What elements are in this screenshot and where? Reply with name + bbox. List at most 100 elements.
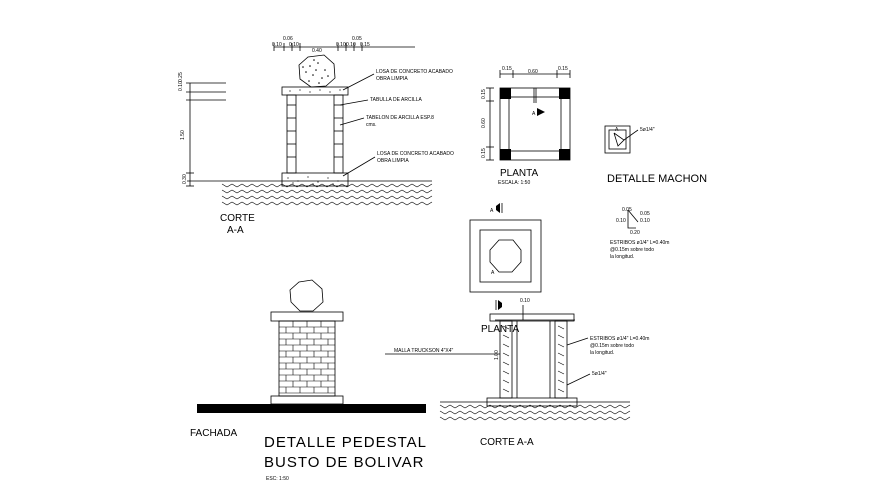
- planta-mid-outer: [469, 219, 542, 293]
- corte2-malla: MALLA TRUCKSON 4"X4": [394, 348, 454, 354]
- pattern-stroke: [411, 189, 418, 194]
- label-tabelon: TABELON DE ARCILLA ESP.8: [366, 115, 434, 121]
- pattern-stroke: [311, 195, 318, 200]
- pattern-stroke: [549, 404, 556, 409]
- pattern-stroke: [401, 195, 408, 200]
- corte2-note-1: ESTRIBOS ø1/4" L=0.40m: [590, 336, 649, 342]
- pattern-stroke: [502, 343, 510, 348]
- pattern-stroke: [301, 195, 308, 200]
- pattern-stroke: [266, 195, 273, 200]
- pattern-stroke: [464, 416, 471, 421]
- pattern-stroke: [221, 183, 228, 188]
- pattern-stroke: [366, 183, 373, 188]
- pattern-stroke: [341, 195, 348, 200]
- pattern-stroke: [574, 410, 581, 415]
- pattern-stroke: [489, 404, 496, 409]
- main-title-line2: BUSTO DE BOLIVAR: [264, 454, 425, 471]
- pattern-stroke: [341, 201, 348, 206]
- pattern-stroke: [286, 183, 293, 188]
- pattern-stroke: [296, 195, 303, 200]
- pattern-stroke: [391, 201, 398, 206]
- label-losa-top-b: OBRA LIMPIA: [376, 76, 408, 82]
- pattern-stroke: [351, 201, 358, 206]
- pattern-stroke: [579, 404, 586, 409]
- pattern-stroke: [351, 183, 358, 188]
- pattern-stroke: [361, 183, 368, 188]
- dim-left-4: 0.30: [182, 174, 188, 184]
- pattern-stroke: [256, 183, 263, 188]
- machon-dim-3: 0.10: [616, 218, 626, 224]
- pattern-stroke: [519, 416, 526, 421]
- pattern-stroke: [426, 195, 433, 200]
- pattern-stroke: [246, 189, 253, 194]
- pattern-stroke: [286, 201, 293, 206]
- pattern-stroke: [396, 195, 403, 200]
- corte2-rebar: 5ø1/4": [592, 371, 607, 377]
- planta-mid-marker-top: A: [490, 208, 494, 214]
- pattern-stroke: [306, 201, 313, 206]
- pattern-stroke: [584, 410, 591, 415]
- pattern-stroke: [554, 416, 561, 421]
- pattern-stroke: [614, 410, 621, 415]
- pattern-stroke: [311, 201, 318, 206]
- corner-column-br: [559, 149, 570, 160]
- pattern-stroke: [391, 183, 398, 188]
- pattern-stroke: [584, 404, 591, 409]
- pattern-stroke: [261, 195, 268, 200]
- main-title-line1: DETALLE PEDESTAL: [264, 434, 427, 451]
- pattern-stroke: [336, 183, 343, 188]
- fachada-title: FACHADA: [190, 428, 238, 439]
- pattern-stroke: [614, 416, 621, 421]
- pattern-stroke: [557, 334, 565, 339]
- pattern-stroke: [316, 189, 323, 194]
- planta-mid-octagon: [489, 239, 522, 273]
- dim-top-2: 0.10: [272, 42, 282, 48]
- pattern-stroke: [311, 183, 318, 188]
- leader-lines: [339, 73, 376, 177]
- pattern-stroke: [421, 183, 428, 188]
- pattern-stroke: [226, 201, 233, 206]
- pattern-stroke: [371, 183, 378, 188]
- pattern-stroke: [401, 183, 408, 188]
- pattern-stroke: [444, 404, 451, 409]
- pattern-stroke: [479, 410, 486, 415]
- planta-dim-l2: 0.60: [481, 118, 487, 128]
- machon-inner: [608, 129, 627, 150]
- pattern-stroke: [346, 189, 353, 194]
- pattern-stroke: [464, 410, 471, 415]
- pattern-stroke: [557, 370, 565, 375]
- pattern-stroke: [557, 352, 565, 357]
- pattern-stroke: [296, 189, 303, 194]
- pattern-stroke: [609, 416, 616, 421]
- label-tabelon-b: cms.: [366, 122, 377, 128]
- pattern-stroke: [549, 410, 556, 415]
- pattern-stroke: [484, 404, 491, 409]
- pattern-stroke: [426, 183, 433, 188]
- corte-aa-top-section: 0.06 0.10 0.10 0.40 0.10 0.10 0.05 0.15: [178, 36, 454, 236]
- pattern-stroke: [251, 195, 258, 200]
- pattern-stroke: [529, 416, 536, 421]
- pattern-stroke: [221, 189, 228, 194]
- pattern-stroke: [509, 404, 516, 409]
- pattern-stroke: [366, 201, 373, 206]
- corte-title: CORTE: [220, 213, 255, 224]
- planta-mid-section: A A PLANTA: [469, 203, 542, 335]
- pattern-stroke: [321, 183, 328, 188]
- pattern-stroke: [416, 195, 423, 200]
- pattern-stroke: [559, 410, 566, 415]
- pattern-stroke: [246, 195, 253, 200]
- label-losa-base: LOSA DE CONCRETO ACABADO: [377, 151, 454, 157]
- pattern-stroke: [564, 416, 571, 421]
- pattern-stroke: [221, 195, 228, 200]
- pattern-stroke: [624, 404, 631, 409]
- pattern-stroke: [624, 410, 631, 415]
- main-title-scale: ESC: 1:50: [266, 476, 289, 482]
- pattern-stroke: [459, 404, 466, 409]
- pattern-stroke: [589, 410, 596, 415]
- pattern-stroke: [494, 410, 501, 415]
- pattern-stroke: [356, 183, 363, 188]
- planta-marker: A: [532, 111, 536, 117]
- pattern-stroke: [594, 410, 601, 415]
- pattern-stroke: [361, 195, 368, 200]
- pattern-stroke: [504, 416, 511, 421]
